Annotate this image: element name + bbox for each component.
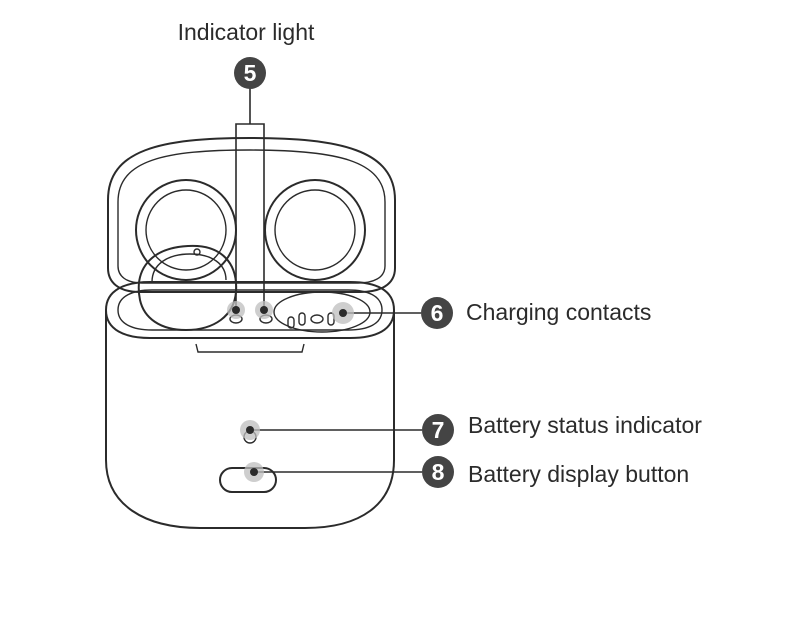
- callout-8-badge: [422, 456, 454, 488]
- earbud: [137, 244, 238, 331]
- callout-6: 6 Charging contacts: [332, 297, 651, 329]
- callout-5: 5 Indicator light: [178, 19, 315, 319]
- lid-cavity-right: [264, 179, 366, 281]
- callout-6-badge: [421, 297, 453, 329]
- callout-7-badge: [422, 414, 454, 446]
- charging-well: [273, 291, 371, 333]
- callout-5-badge: [234, 57, 266, 89]
- callout-8-number: 8: [432, 459, 445, 485]
- callout-6-label: Charging contacts: [466, 299, 651, 325]
- callout-7: 7 Battery status indicator: [240, 412, 702, 446]
- callout-8: 8 Battery display button: [244, 456, 689, 488]
- callout-7-number: 7: [432, 417, 445, 443]
- callout-6-number: 6: [431, 300, 444, 326]
- callout-7-label: Battery status indicator: [468, 412, 702, 438]
- callout-5-label: Indicator light: [178, 19, 315, 45]
- callout-8-label: Battery display button: [468, 461, 689, 487]
- callout-5-number: 5: [244, 60, 257, 86]
- charging-contact-pins: [287, 312, 335, 329]
